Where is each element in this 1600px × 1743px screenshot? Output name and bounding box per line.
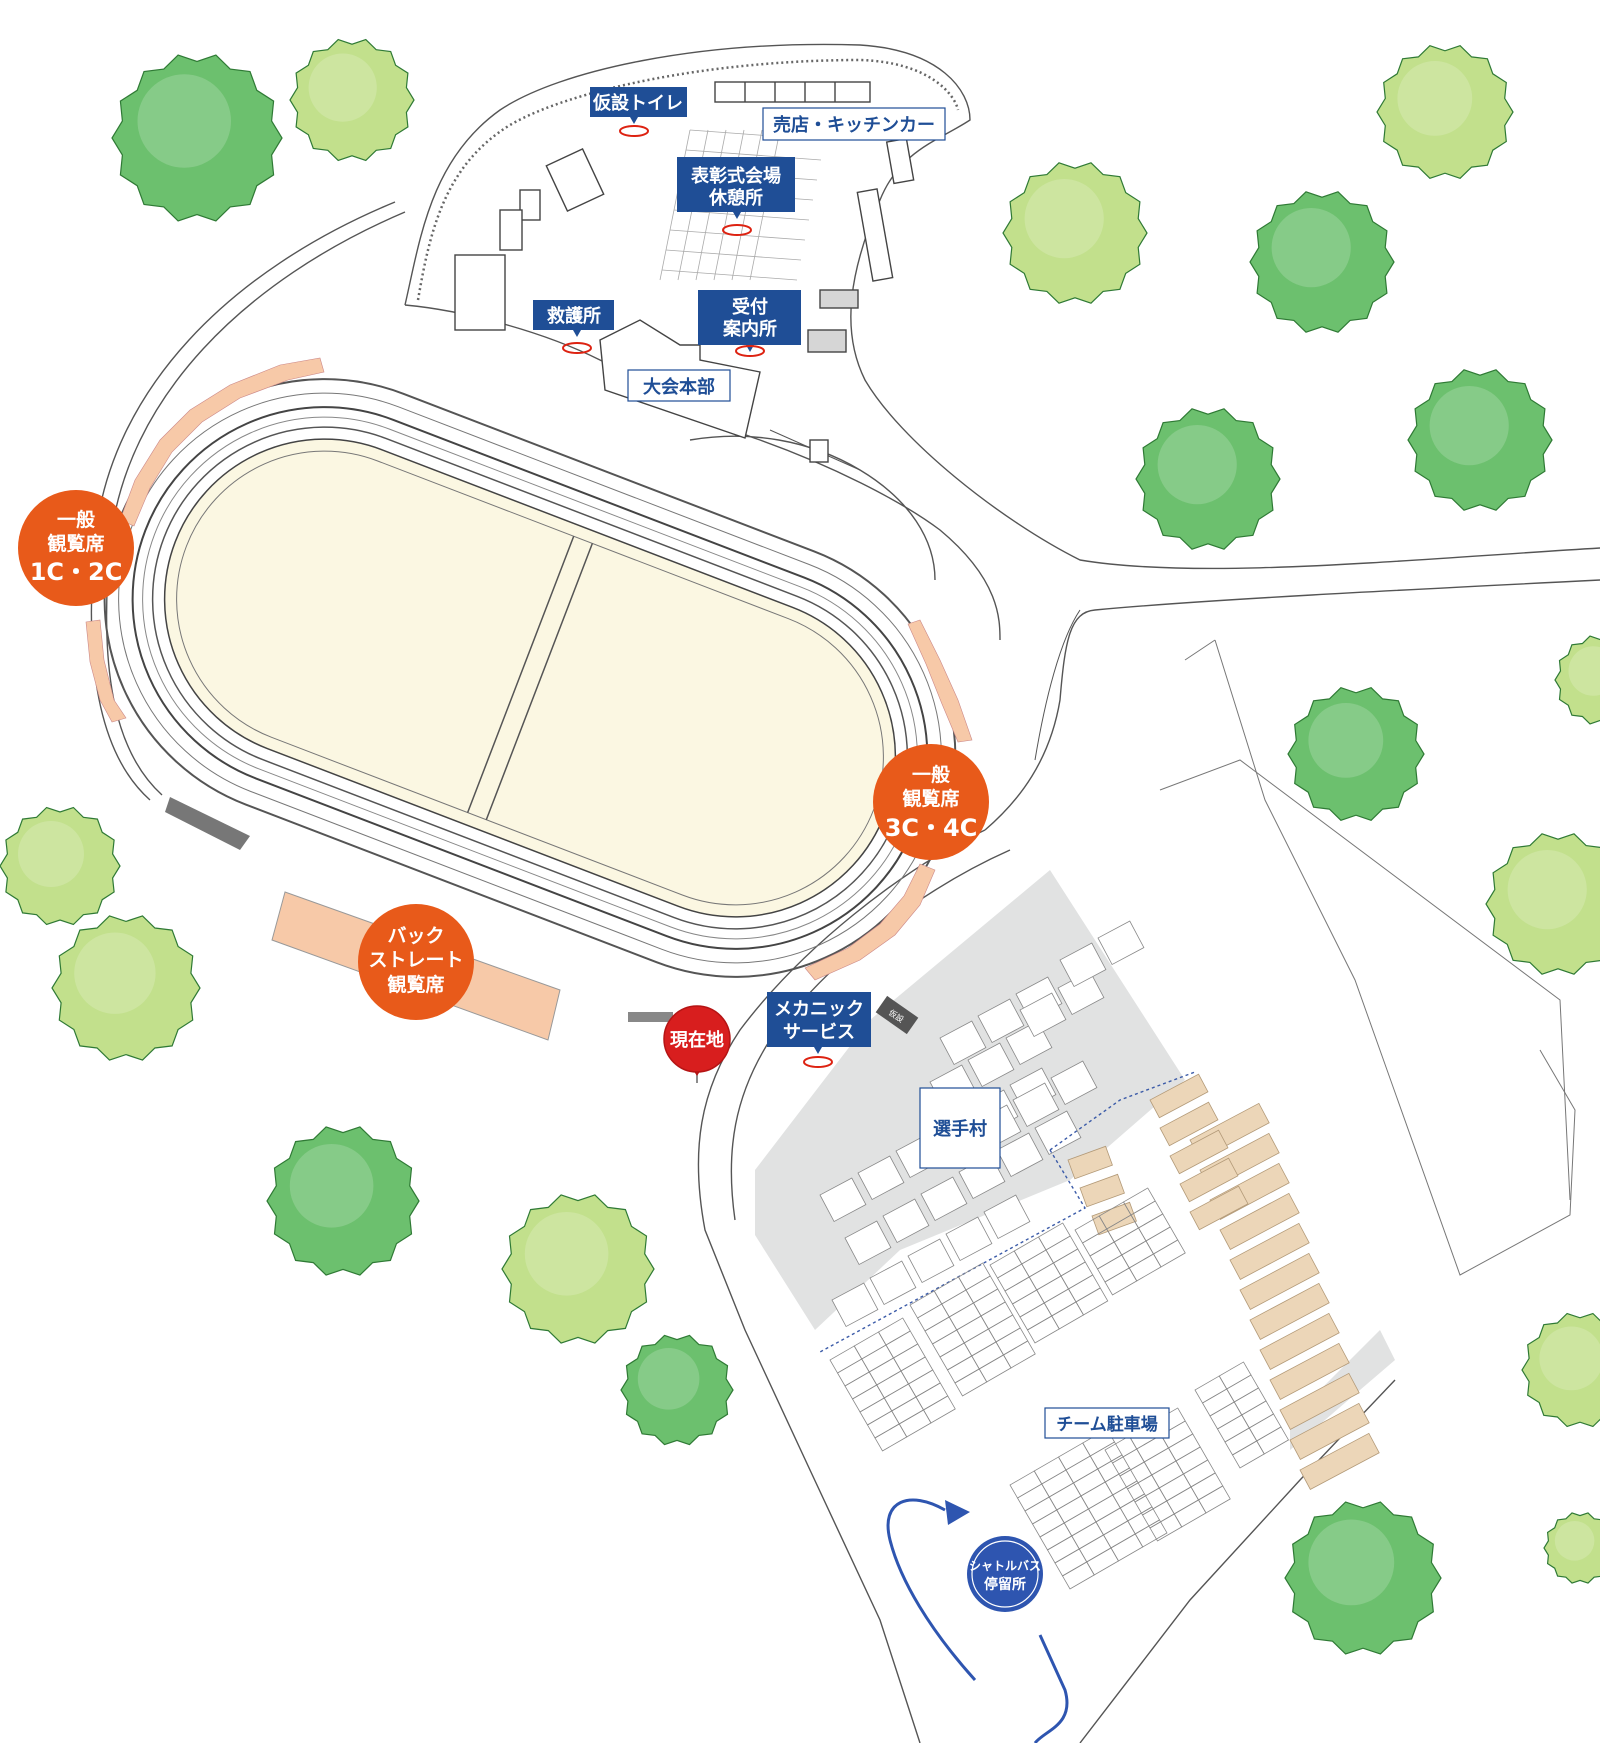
storage-box (875, 995, 919, 1035)
tree-icon (1002, 162, 1148, 304)
tree-icon (620, 1334, 734, 1446)
current-location-text: 現在地 (670, 1029, 724, 1051)
seating-west-text-1: 一般 (57, 508, 95, 531)
trees (0, 38, 1600, 1655)
location-ring-icon (735, 345, 765, 357)
velodrome (85, 357, 973, 1041)
shuttle-route-arrow (886, 1498, 1069, 1743)
headquarters-text: 大会本部 (643, 376, 715, 398)
seating-west-badge[interactable]: 一般 観覧席 1C・2C (18, 490, 134, 606)
seating-back-straight-badge[interactable]: バック ストレート 観覧席 (358, 904, 474, 1020)
tree-icon (1521, 1312, 1600, 1428)
temporary-toilet-text: 仮設トイレ (592, 92, 683, 114)
tree-icon (1554, 635, 1600, 725)
location-ring-icon (722, 224, 752, 236)
gate-marker (628, 1012, 673, 1022)
tree-icon (0, 806, 121, 926)
team-parking-text: チーム駐車場 (1056, 1414, 1158, 1435)
athletes-village-label[interactable]: 選手村 (919, 1087, 1001, 1169)
shuttle-bus-stop-text-2: 停留所 (984, 1576, 1026, 1593)
seating-stands (85, 357, 973, 981)
location-ring-icon (619, 125, 649, 137)
seating-east-badge[interactable]: 一般 観覧席 3C・4C (873, 744, 989, 860)
tree-icon (289, 38, 415, 162)
tree-icon (1287, 687, 1425, 821)
current-location-pin[interactable]: 現在地 (663, 1005, 731, 1083)
award-venue-label[interactable]: 表彰式会場 休憩所 (677, 157, 795, 236)
mechanic-service-label[interactable]: メカニック サービス (767, 992, 871, 1068)
tree-icon (501, 1194, 655, 1344)
seating-back-text-1: バック (387, 925, 444, 947)
shop-text: 売店・キッチンカー (773, 114, 935, 136)
seating-west-text-3: 1C・2C (30, 558, 123, 586)
tree-icon (51, 915, 201, 1061)
shuttle-bus-stop-text-1: シャトルバス (969, 1559, 1041, 1573)
seating-west-text-2: 観覧席 (47, 532, 104, 555)
map-labels: 仮設トイレ 売店・キッチンカー 表彰式会場 休憩所 救護所 受付 (18, 87, 1170, 1612)
seating-east-text-3: 3C・4C (885, 814, 978, 842)
seating-east-text-2: 観覧席 (902, 787, 959, 810)
location-ring-icon (803, 1056, 833, 1068)
tree-icon (266, 1126, 420, 1276)
tree-icon (1249, 191, 1395, 333)
tree-icon (1376, 45, 1514, 179)
award-venue-text-1: 表彰式会場 (691, 165, 781, 187)
seating-back-text-3: 観覧席 (387, 973, 444, 996)
parking-lots (829, 1187, 1290, 1590)
tree-icon (1284, 1501, 1442, 1655)
tree-icon (1135, 408, 1281, 550)
tree-icon (111, 54, 283, 222)
reception-text-2: 案内所 (722, 318, 777, 340)
mechanic-service-text-2: サービス (783, 1022, 855, 1043)
first-aid-label[interactable]: 救護所 (533, 300, 614, 354)
athletes-village-text: 選手村 (933, 1118, 987, 1140)
shop-label[interactable]: 売店・キッチンカー (762, 107, 946, 141)
temporary-toilet-label[interactable]: 仮設トイレ (590, 87, 687, 137)
reception-text-1: 受付 (732, 296, 768, 318)
team-box (165, 797, 250, 850)
tree-icon (1485, 833, 1600, 975)
first-aid-text: 救護所 (547, 305, 601, 327)
seating-east-text-1: 一般 (912, 763, 950, 786)
tree-icon (1543, 1512, 1600, 1584)
headquarters-label[interactable]: 大会本部 (627, 369, 731, 402)
reception-label[interactable]: 受付 案内所 (698, 290, 801, 357)
tree-icon (1407, 369, 1553, 511)
award-venue-text-2: 休憩所 (708, 187, 763, 209)
mechanic-service-text-1: メカニック (774, 999, 864, 1020)
shuttle-bus-stop-badge[interactable]: シャトルバス 停留所 (967, 1536, 1043, 1612)
seating-back-text-2: ストレート (368, 949, 463, 971)
team-parking-label[interactable]: チーム駐車場 (1044, 1407, 1170, 1439)
location-ring-icon (562, 342, 592, 354)
